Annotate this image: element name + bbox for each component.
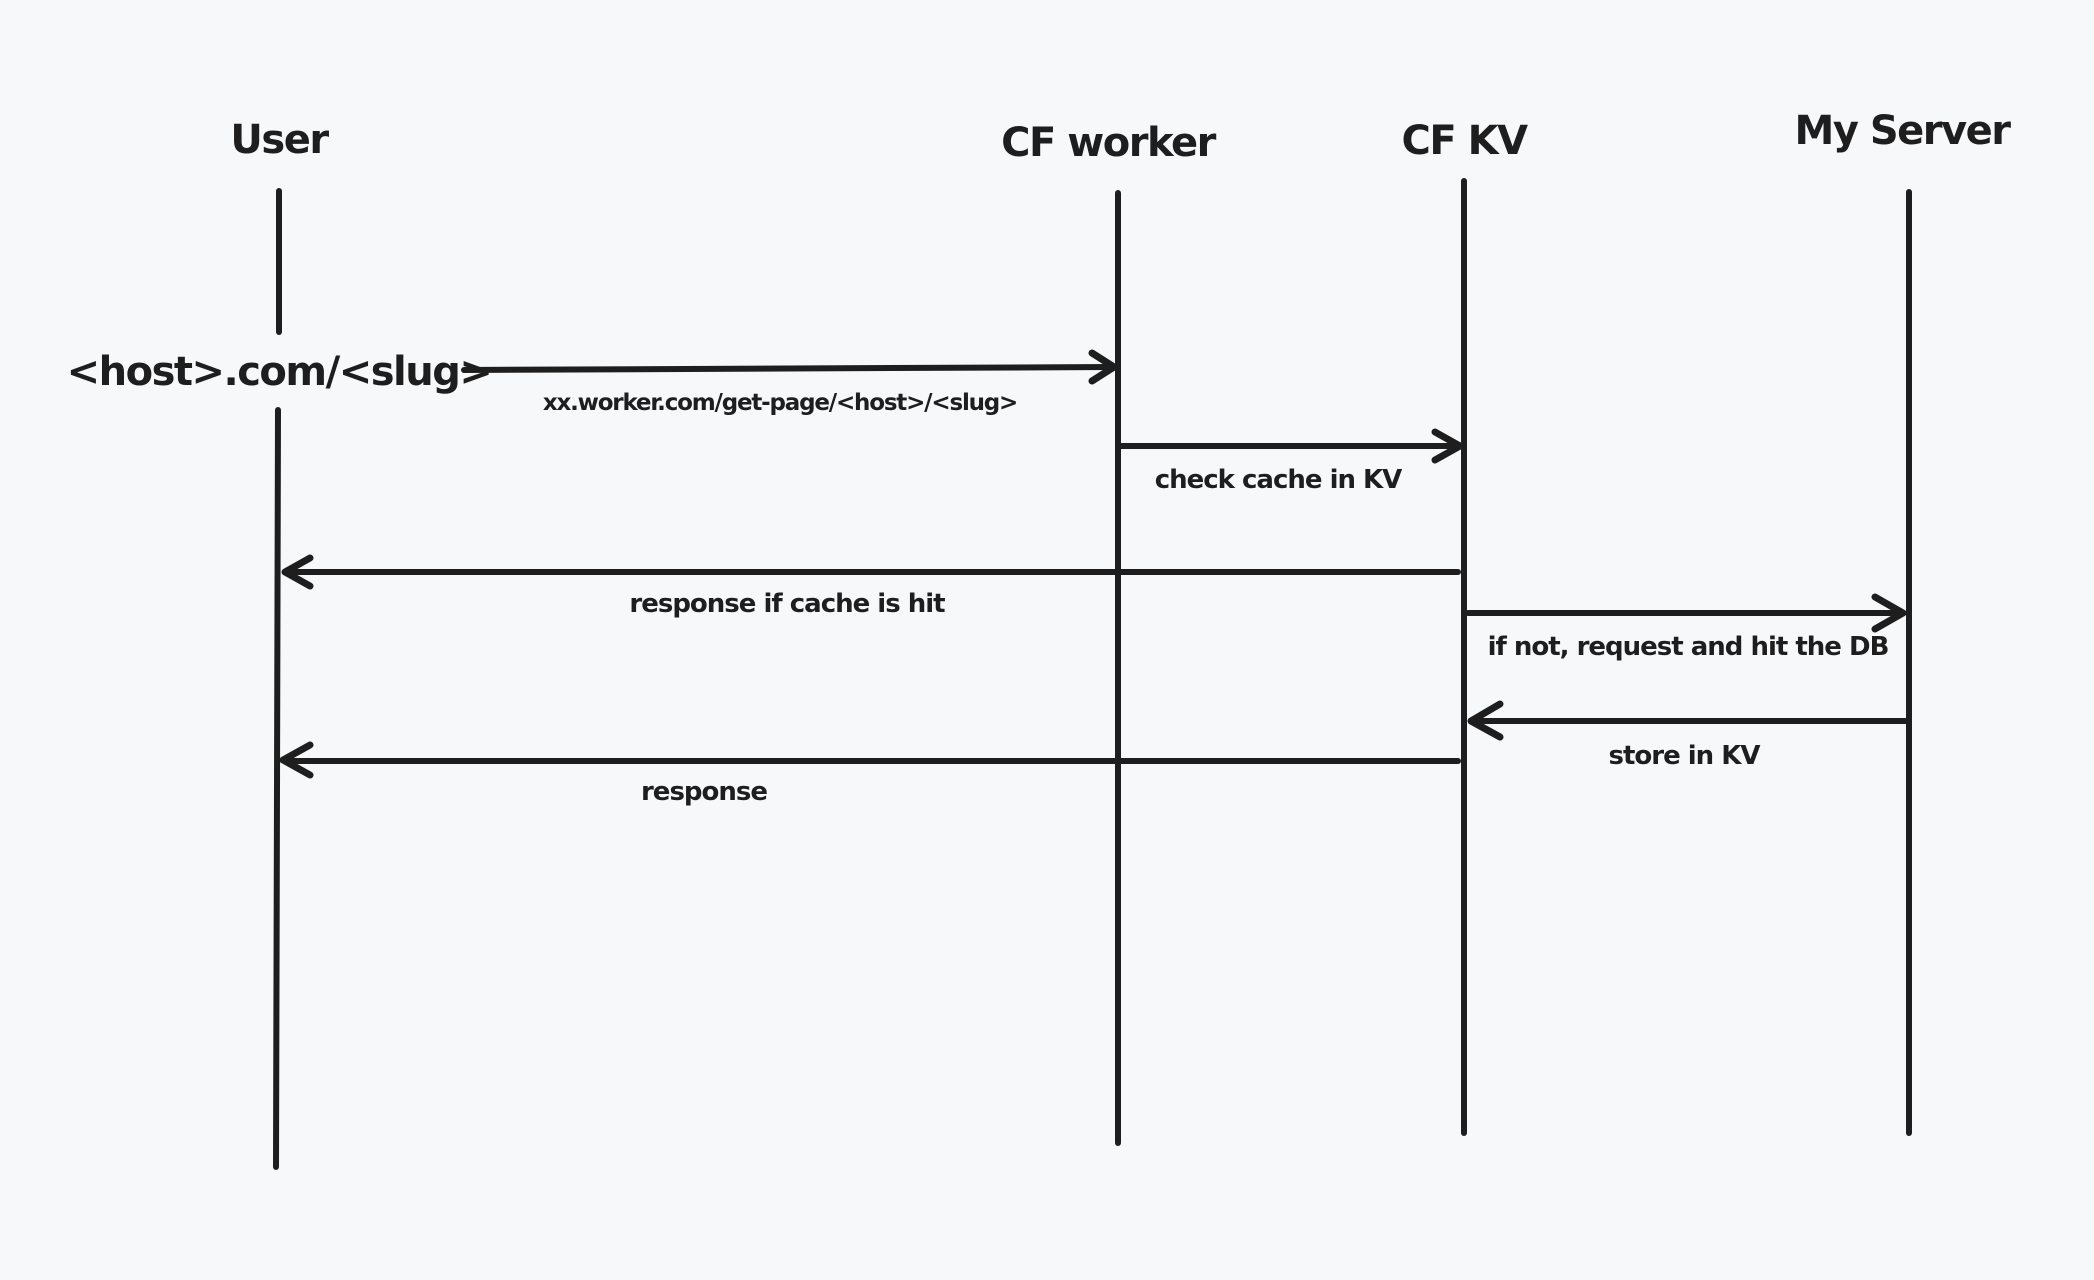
arrowhead-left-icon [281,554,314,590]
message-label: check cache in KV [1155,465,1402,495]
message-kv-to-user-response: response [279,741,1461,807]
message-label: response [641,777,767,807]
message-kv-to-user-cache-hit: response if cache is hit [281,554,1461,619]
arrowhead-right-icon [1871,593,1907,633]
arrowhead-right-icon [1431,428,1464,464]
arrowhead-left-icon [1467,700,1504,741]
user-entry-url-label: <host>.com/<slug> [67,349,492,395]
arrowhead-right-icon [1088,349,1118,385]
message-arrow-line [461,364,1116,373]
message-worker-to-kv: check cache in KV [1118,428,1464,495]
message-user-to-worker: xx.worker.com/get-page/<host>/<slug> [461,349,1118,416]
message-kv-to-server: if not, request and hit the DB [1465,593,1907,662]
actor-label-cf-worker: CF worker [1001,120,1216,166]
message-label: xx.worker.com/get-page/<host>/<slug> [543,390,1017,416]
message-server-to-kv: store in KV [1467,700,1909,771]
lifeline-user-bottom [273,407,281,1170]
message-label: if not, request and hit the DB [1488,632,1889,662]
actor-label-user: User [230,117,329,163]
message-label: response if cache is hit [629,589,945,619]
actor-label-my-server: My Server [1795,108,2012,154]
message-label: store in KV [1608,741,1760,771]
lifeline-user [273,188,282,1170]
actor-label-cf-kv: CF KV [1401,118,1528,164]
arrowhead-left-icon [279,741,314,779]
